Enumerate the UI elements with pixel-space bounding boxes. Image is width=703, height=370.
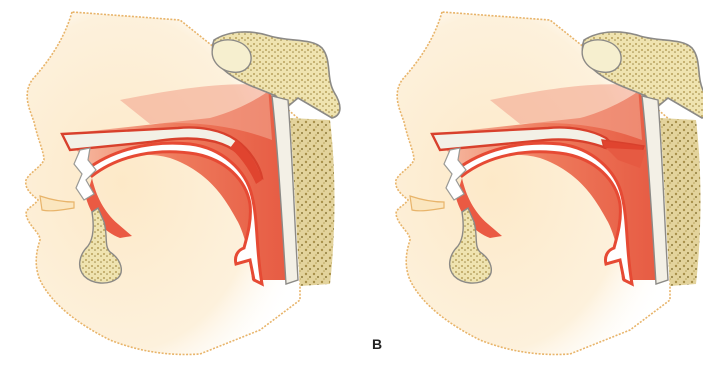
- panel-label-b: B: [372, 336, 382, 352]
- head-section-left: [26, 12, 340, 354]
- head-section-right: [396, 12, 703, 354]
